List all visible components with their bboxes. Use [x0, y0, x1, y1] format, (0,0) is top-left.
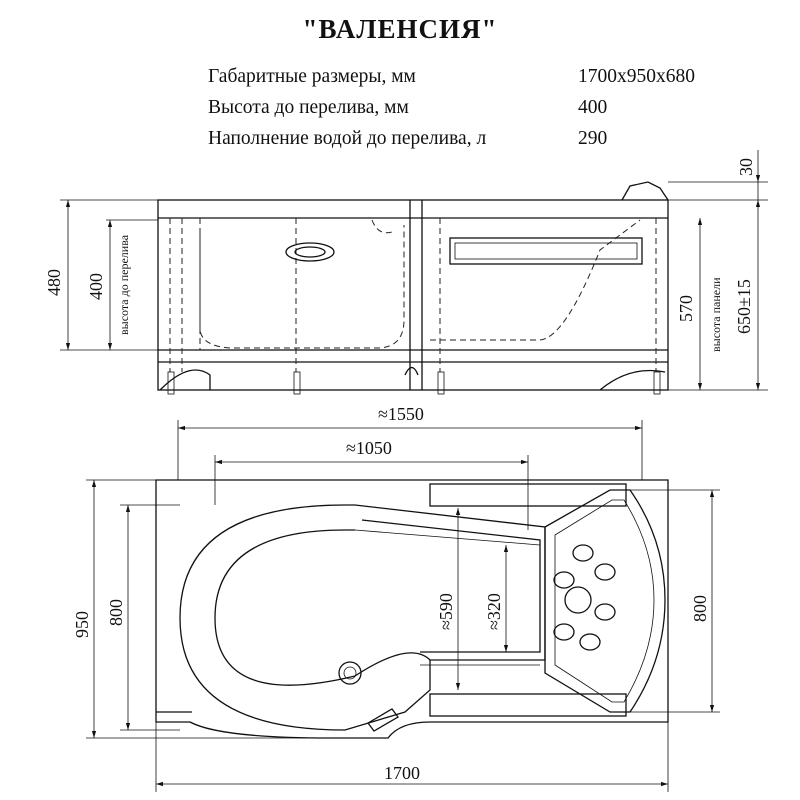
- overflow-drain: [285, 242, 335, 262]
- nozzle: [572, 544, 594, 562]
- dim-800-right: 800: [690, 595, 710, 622]
- dim-650: 650±15: [734, 279, 754, 334]
- nozzle: [553, 623, 575, 641]
- headrest-area: [544, 489, 666, 713]
- leg: [167, 371, 175, 395]
- dim-30: 30: [736, 158, 756, 176]
- ledge-bottom: [429, 693, 627, 717]
- top-view-outline: [155, 479, 669, 739]
- spec-value-overflow-height: 400: [578, 97, 608, 118]
- overflow-height-label: высота до перелива: [117, 234, 131, 335]
- dim-590: ≈590: [436, 593, 456, 630]
- nozzle: [564, 586, 592, 614]
- spec-label-water-volume: Наполнение водой до перелива, л: [208, 128, 487, 149]
- dim-1550: ≈1550: [378, 404, 424, 424]
- leg: [437, 371, 445, 395]
- dim-1050: ≈1050: [346, 438, 392, 458]
- leg: [653, 371, 661, 395]
- dim-800-left: 800: [106, 599, 126, 626]
- nozzle: [594, 603, 616, 621]
- product-title: "ВАЛЕНСИЯ": [302, 14, 498, 44]
- side-view-body: [157, 199, 669, 391]
- nozzle: [553, 571, 575, 589]
- spec-value-water-volume: 290: [578, 128, 608, 149]
- headrest: [621, 181, 669, 201]
- c-basin: [179, 504, 431, 731]
- dim-570: 570: [676, 295, 696, 322]
- dim-320: ≈320: [484, 593, 504, 630]
- leg: [293, 371, 301, 395]
- dim-950: 950: [72, 611, 92, 638]
- spec-value-dimensions: 1700x950x680: [578, 66, 695, 87]
- nozzle: [579, 633, 601, 651]
- side-view: 480 400 высота до перелива 30 570 высота…: [44, 150, 768, 395]
- spec-label-overflow-height: Высота до перелива, мм: [208, 97, 409, 118]
- side-cushion: [449, 237, 643, 265]
- dim-1700: 1700: [384, 763, 420, 783]
- nozzle: [594, 563, 616, 581]
- spec-label-dimensions: Габаритные размеры, мм: [208, 66, 416, 87]
- dim-480: 480: [44, 269, 64, 296]
- top-view: ≈1550 ≈1050 950 800 ≈590 ≈320 800 1700: [72, 404, 720, 792]
- overflow-handle: [367, 708, 399, 732]
- panel-height-label: высота панели: [709, 277, 723, 352]
- dim-400: 400: [86, 273, 106, 300]
- drain: [338, 661, 362, 685]
